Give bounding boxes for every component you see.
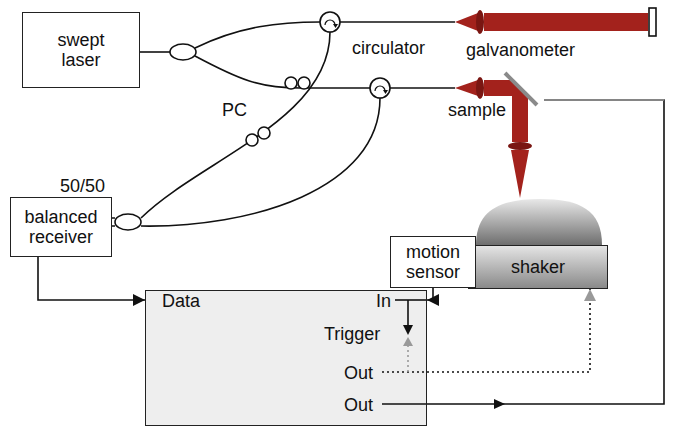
- beam-cone: [455, 13, 478, 31]
- box-label: motion sensor: [398, 242, 468, 282]
- signal-connector: [427, 288, 433, 300]
- box-label: shaker: [511, 257, 565, 277]
- fiber: [141, 32, 330, 218]
- port-label: Out: [344, 363, 373, 383]
- trigger-wire: [407, 300, 409, 326]
- in-wire: [395, 299, 427, 301]
- galvo-arrowhead: [494, 399, 505, 409]
- out-dotted-wire: [382, 371, 427, 373]
- signal-connector: [427, 289, 590, 372]
- annotation-label: PC: [222, 100, 247, 120]
- sensor-box: motion sensor: [390, 236, 476, 288]
- beam-cone: [455, 80, 478, 96]
- circulator-arrowhead: [333, 24, 338, 28]
- reference-mirror: [649, 8, 656, 36]
- fiber: [390, 87, 455, 89]
- receiver-box: balanced receiver: [10, 197, 112, 257]
- port-label: In: [376, 291, 391, 311]
- annotation-label: sample: [448, 100, 506, 120]
- daq-fill: [145, 290, 427, 426]
- circulator-symbol: [320, 12, 340, 32]
- annotation-label: circulator: [352, 38, 425, 58]
- port-label: Out: [344, 395, 373, 415]
- focus-cone: [511, 150, 529, 198]
- galvo-mirror: [505, 73, 537, 105]
- fiber: [195, 56, 370, 88]
- lens: [476, 10, 484, 34]
- fiber-coupler: [115, 214, 141, 230]
- signal-connector: [38, 257, 145, 300]
- polarization-paddle: [246, 134, 258, 146]
- fiber: [340, 21, 455, 23]
- polarization-paddle: [298, 77, 310, 89]
- polarization-paddle: [258, 127, 270, 139]
- trigger-gray-arrowhead: [403, 337, 413, 346]
- annotation-label: galvanometer: [466, 40, 575, 60]
- lens: [476, 77, 484, 99]
- polarization-paddle: [285, 77, 297, 89]
- port-label: Trigger: [324, 324, 380, 344]
- fiber: [141, 98, 380, 226]
- fiber: [195, 22, 320, 48]
- fiber-coupler: [170, 44, 196, 60]
- trigger-dotted-wire: [407, 345, 409, 372]
- annotation-label: 50/50: [60, 176, 105, 196]
- laser-box: swept laser: [22, 12, 140, 88]
- objective-lens: [508, 142, 532, 150]
- trigger-arrowhead: [403, 325, 413, 335]
- out-wire: [382, 403, 427, 405]
- fiber: [140, 51, 170, 53]
- shaker-box: shaker: [468, 245, 608, 289]
- galvo-wire-gray: [544, 99, 664, 101]
- reference-beam: [484, 13, 648, 31]
- port-label: Data: [162, 291, 200, 311]
- daq-box: DataInTriggerOutOut: [145, 290, 427, 426]
- box-label: swept laser: [45, 30, 117, 70]
- circulator-symbol: [370, 78, 390, 98]
- sample-dome: [476, 199, 602, 245]
- box-label: balanced receiver: [18, 207, 104, 247]
- circulator-arrowhead: [383, 90, 388, 94]
